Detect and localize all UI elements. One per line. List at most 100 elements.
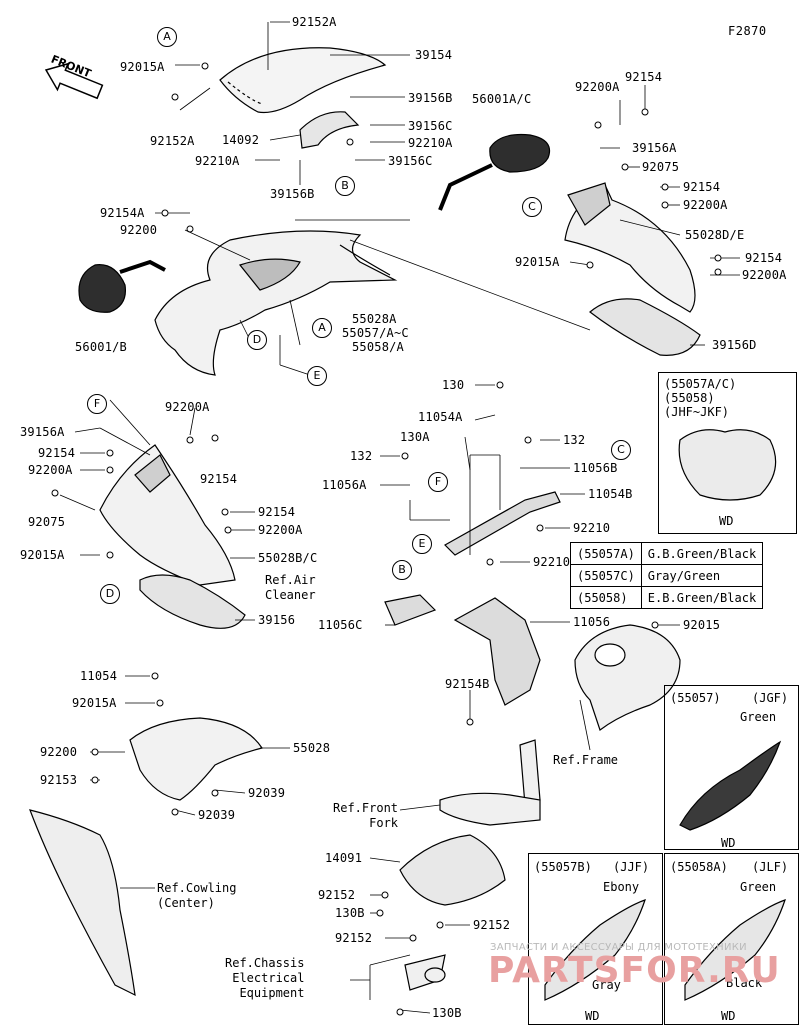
callout-d-2: D bbox=[100, 584, 120, 604]
inset-jgf-foot: WD bbox=[721, 836, 736, 850]
part-92154-m2: 92154 bbox=[258, 505, 296, 519]
inset-jgf-color: Green bbox=[740, 710, 777, 724]
part-39156A-left: 39156A bbox=[20, 425, 65, 439]
watermark-logo: PARTSFOR.RU bbox=[488, 950, 781, 991]
inset-jhf-line3: (JHF~JKF) bbox=[664, 405, 730, 419]
part-92015A-top: 92015A bbox=[120, 60, 165, 74]
inset-jhf-line2: (55058) bbox=[664, 391, 715, 405]
part-92152-3: 92152 bbox=[335, 931, 373, 945]
mirror-right bbox=[438, 133, 551, 211]
part-39156: 39156 bbox=[258, 613, 296, 627]
callout-a-1: A bbox=[157, 27, 177, 47]
color-row: (55057A)G.B.Green/Black bbox=[570, 542, 764, 565]
part-92152A-left: 92152A bbox=[150, 134, 195, 148]
ref-cowling-center: Ref.Cowling (Center) bbox=[157, 881, 237, 910]
callout-d-1: D bbox=[247, 330, 267, 350]
part-92154-rt: 92154 bbox=[625, 70, 663, 84]
inset-jjf-foot: WD bbox=[585, 1009, 600, 1023]
part-92075-rt: 92075 bbox=[642, 160, 680, 174]
part-130: 130 bbox=[442, 378, 465, 392]
part-39156B-bottom: 39156B bbox=[270, 187, 315, 201]
part-92152-2: 92152 bbox=[473, 918, 511, 932]
part-92154A: 92154A bbox=[100, 206, 145, 220]
color-table: (55057A)G.B.Green/Black (55057C)Gray/Gre… bbox=[570, 542, 764, 609]
part-92210A-1: 92210A bbox=[408, 136, 453, 150]
inset-jjf-color: Ebony bbox=[603, 880, 640, 894]
part-14091: 14091 bbox=[325, 851, 363, 865]
front-arrow-icon bbox=[44, 62, 104, 100]
part-92152-1: 92152 bbox=[318, 888, 356, 902]
part-55028D-E: 55028D/E bbox=[685, 228, 745, 242]
callout-a-2: A bbox=[312, 318, 332, 338]
windscreen bbox=[219, 47, 387, 114]
upper-cowling bbox=[154, 230, 398, 376]
inset-jlf-code: (55058A) bbox=[670, 860, 728, 874]
bracket-14091 bbox=[399, 834, 506, 906]
part-92200A-left: 92200A bbox=[28, 463, 73, 477]
stay-11054b bbox=[444, 491, 561, 556]
part-55028: 55028 bbox=[293, 741, 331, 755]
part-11054: 11054 bbox=[80, 669, 118, 683]
side-cowl-right bbox=[564, 182, 696, 313]
part-92154-r2: 92154 bbox=[683, 180, 721, 194]
part-92210-2: 92210 bbox=[533, 555, 571, 569]
part-92152A-top: 92152A bbox=[292, 15, 337, 29]
panel-39156d bbox=[589, 298, 701, 356]
inset-jjf-drawing bbox=[544, 899, 646, 1001]
part-11056B: 11056B bbox=[573, 461, 618, 475]
part-92200: 92200 bbox=[120, 223, 158, 237]
part-11056C: 11056C bbox=[318, 618, 363, 632]
part-55028B-C: 55028B/C bbox=[258, 551, 318, 565]
callout-b-1: B bbox=[335, 176, 355, 196]
callout-f-2: F bbox=[428, 472, 448, 492]
part-55028A: 55028A bbox=[352, 312, 397, 326]
part-92200A-mid: 92200A bbox=[165, 400, 210, 414]
part-56001-B: 56001/B bbox=[75, 340, 127, 354]
stay-11056 bbox=[384, 594, 541, 706]
part-92015A-bottom: 92015A bbox=[72, 696, 117, 710]
part-92200A-r3: 92200A bbox=[742, 268, 787, 282]
color-name: Gray/Green bbox=[640, 564, 764, 587]
lower-cowl-55028 bbox=[129, 717, 263, 801]
color-code: (55057C) bbox=[570, 564, 642, 587]
diagram-code: F2870 bbox=[728, 24, 767, 38]
part-92154-mid: 92154 bbox=[200, 472, 238, 486]
ref-chassis-electrical: Ref.Chassis Electrical Equipment bbox=[225, 956, 305, 1000]
part-39156C-2: 39156C bbox=[388, 154, 433, 168]
part-92200A-rt: 92200A bbox=[575, 80, 620, 94]
part-132-left: 132 bbox=[350, 449, 373, 463]
inset-jhf-drawing bbox=[678, 429, 777, 501]
callout-c-1: C bbox=[522, 197, 542, 217]
part-92039-1: 92039 bbox=[248, 786, 286, 800]
part-92075-left: 92075 bbox=[28, 515, 66, 529]
callout-e-1: E bbox=[307, 366, 327, 386]
part-92200A-r2: 92200A bbox=[683, 198, 728, 212]
side-cowl-left bbox=[99, 444, 236, 586]
part-92039-2: 92039 bbox=[198, 808, 236, 822]
callout-e-2: E bbox=[412, 534, 432, 554]
inset-jlf-model: (JLF) bbox=[752, 860, 789, 874]
meter-cover bbox=[299, 111, 360, 149]
inset-jjf-color2: Gray bbox=[592, 978, 621, 992]
inset-jlf-drawing bbox=[684, 899, 786, 1001]
color-row: (55057C)Gray/Green bbox=[570, 564, 764, 587]
inset-box-jgf bbox=[664, 685, 799, 850]
part-92015: 92015 bbox=[683, 618, 721, 632]
ref-air-cleaner: Ref.Air Cleaner bbox=[265, 573, 316, 602]
part-56001A-C: 56001A/C bbox=[472, 92, 532, 106]
part-39156D: 39156D bbox=[712, 338, 757, 352]
inset-box-jlf bbox=[664, 853, 799, 1025]
inset-jgf-code: (55057) bbox=[670, 691, 721, 705]
part-55057-A-C: 55057/A~C bbox=[342, 326, 409, 340]
part-11056A: 11056A bbox=[322, 478, 367, 492]
chassis-electrical-ref bbox=[404, 954, 446, 991]
inset-jlf-color2: Black bbox=[726, 976, 763, 990]
part-39154: 39154 bbox=[415, 48, 453, 62]
part-14092: 14092 bbox=[222, 133, 260, 147]
inset-jlf-color: Green bbox=[740, 880, 777, 894]
part-92200A-m2: 92200A bbox=[258, 523, 303, 537]
hardware-bolts bbox=[51, 62, 722, 1016]
part-92200-bottom: 92200 bbox=[40, 745, 78, 759]
